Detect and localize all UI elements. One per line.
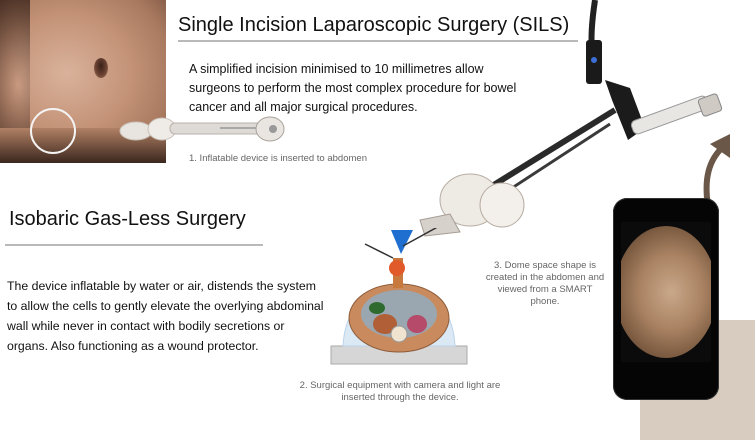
isobaric-title-divider [5, 244, 263, 246]
abdomen-photo [0, 0, 166, 163]
navel [94, 58, 108, 78]
caption-step-1: 1. Inflatable device is inserted to abdo… [189, 153, 367, 164]
laparoscope-instrument-illustration [419, 0, 723, 237]
incision-marker-circle [30, 108, 76, 154]
smartphone-camera-view [621, 222, 711, 362]
isobaric-description: The device inflatable by water or air, d… [7, 279, 324, 353]
sils-title: Single Incision Laparoscopic Surgery (SI… [178, 14, 570, 36]
inflatable-device-illustration [119, 116, 285, 142]
caption-step-2: 2. Surgical equipment with camera and li… [299, 380, 501, 403]
sils-description: A simplified incision minimised to 10 mi… [189, 62, 517, 114]
caption-step-3: 3. Dome space shape is created in the ab… [485, 260, 605, 307]
abdomen-cross-section-illustration [330, 228, 468, 365]
isobaric-title: Isobaric Gas-Less Surgery [9, 208, 246, 230]
sils-title-divider [178, 40, 578, 42]
